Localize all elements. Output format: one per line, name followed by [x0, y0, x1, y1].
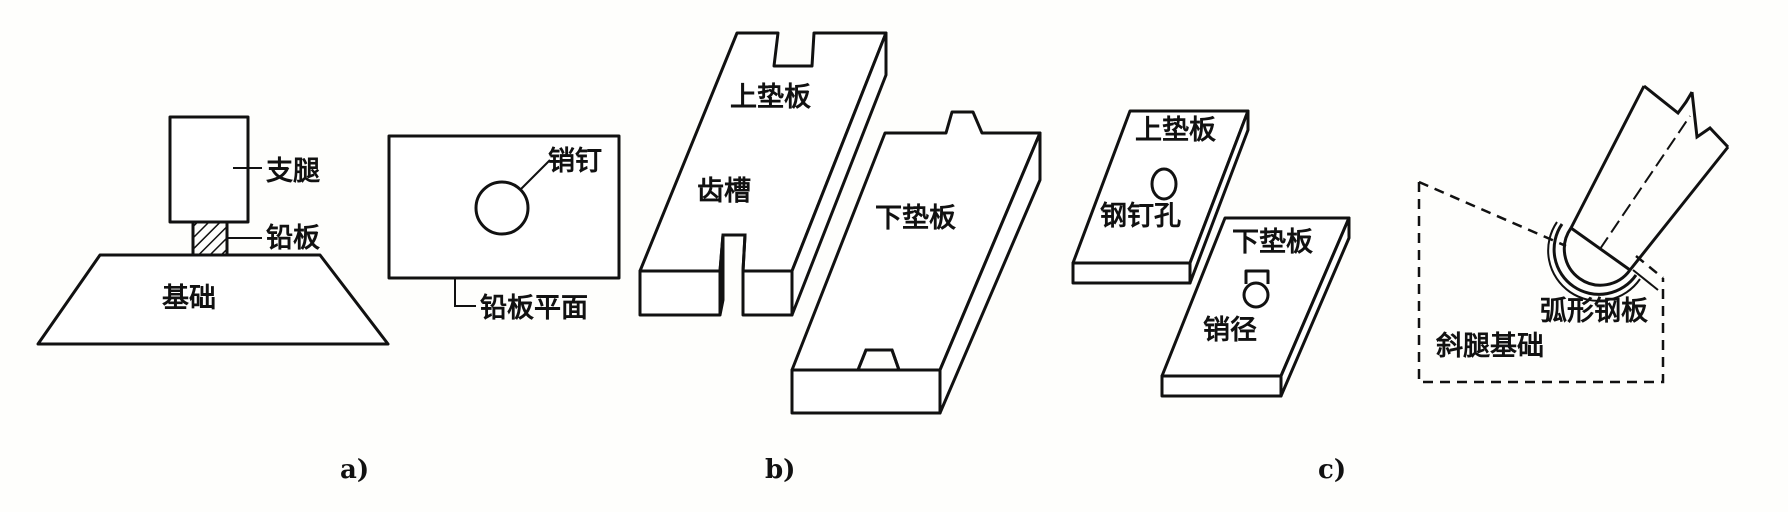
foundation-label: 基础 — [162, 283, 216, 314]
arc-steel-plate — [1552, 223, 1638, 296]
pin-label: 销钉 — [548, 146, 602, 177]
panel-c: 上垫板 钢钉孔 下垫板 销径 弧形钢板 斜腿基础 c) — [1071, 84, 1730, 485]
caption-b: b) — [765, 455, 795, 485]
arc-plate-leader — [1632, 269, 1659, 291]
steel-pin-hole-label: 钢钉孔 — [1100, 201, 1181, 232]
support-leg-label: 支腿 — [266, 156, 320, 187]
pin-slot — [1244, 269, 1270, 284]
upper-pad-c-label: 上垫板 — [1135, 115, 1216, 146]
lead-plate-plane-leader — [454, 278, 476, 307]
support-leg-shape — [168, 115, 250, 224]
lead-plate-label: 铅板 — [266, 223, 320, 254]
lower-pad-c-label: 下垫板 — [1232, 227, 1313, 258]
steel-pin-hole — [1150, 167, 1178, 201]
pin-diameter-label: 销径 — [1203, 315, 1257, 346]
panel-b: 上垫板 齿槽 下垫板 b) — [638, 31, 1042, 485]
lower-pad-c-shape — [1160, 216, 1351, 398]
upper-pad-c-shape — [1071, 109, 1250, 285]
upper-pad-label: 上垫板 — [730, 82, 811, 113]
lower-pad-shape — [790, 110, 1042, 415]
lead-plate-shape — [191, 220, 229, 258]
caption-a: a) — [340, 455, 369, 485]
pin-circle — [474, 180, 530, 236]
pin-leader — [519, 159, 551, 191]
caption-c: c) — [1318, 455, 1346, 485]
inclined-leg-assembly — [1417, 84, 1730, 384]
arc-steel-plate-label: 弧形钢板 — [1540, 296, 1648, 327]
panel-a: 支腿 铅板 基础 销钉 铅板平面 a) — [36, 115, 621, 485]
tooth-slot-label: 齿槽 — [697, 176, 751, 207]
inclined-leg-foundation-label: 斜腿基础 — [1435, 331, 1544, 362]
lower-pad-label: 下垫板 — [875, 203, 956, 234]
inclined-leg-foundation-outline — [1417, 182, 1665, 384]
foundation-shape — [36, 253, 390, 346]
upper-pad-shape — [638, 31, 888, 317]
lead-plate-plane-label: 铅板平面 — [480, 293, 588, 324]
pin-circle-c — [1242, 281, 1270, 309]
